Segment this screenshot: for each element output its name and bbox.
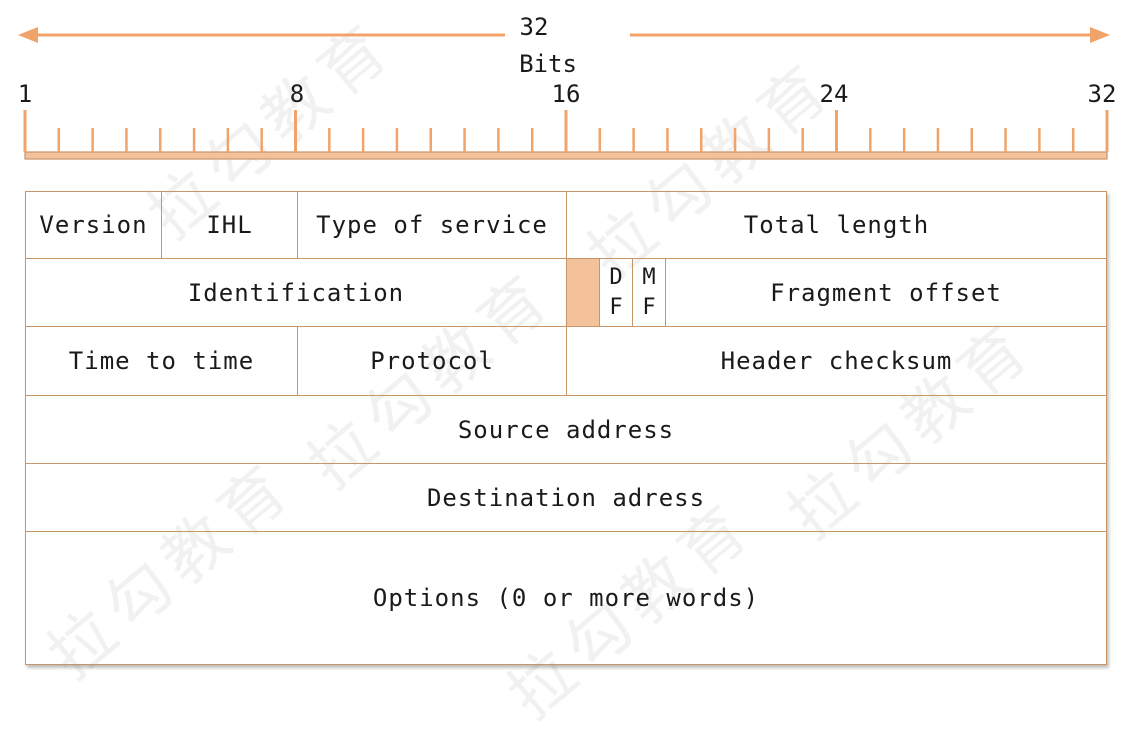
reserved-flag bbox=[567, 259, 600, 326]
tick-label-16: 16 bbox=[552, 80, 581, 108]
width-arrow-right-head bbox=[1090, 27, 1110, 43]
source-address-field: Source address bbox=[457, 415, 675, 444]
fragment-offset-field: Fragment offset bbox=[770, 278, 1002, 307]
mf-flag-bottom: F bbox=[642, 294, 656, 320]
header-checksum-field: Header checksum bbox=[720, 347, 953, 375]
mf-flag-top: M bbox=[642, 264, 656, 290]
ip-header-table: Version IHL Type of service Total length… bbox=[25, 191, 1107, 665]
ihl-field: IHL bbox=[162, 192, 298, 258]
type-of-service-field: Type of service bbox=[298, 192, 567, 258]
row-1: Version IHL Type of service Total length bbox=[26, 192, 1106, 259]
df-flag: D F bbox=[600, 259, 633, 326]
total-length-field: Total length bbox=[743, 211, 930, 239]
time-to-live-field: Time to time bbox=[26, 327, 298, 395]
tick-label-1: 1 bbox=[18, 80, 32, 108]
width-arrow-left-head bbox=[18, 27, 38, 43]
row-2: Identification D F M F Fragment offset bbox=[26, 259, 1106, 327]
mf-flag: M F bbox=[633, 259, 666, 326]
tick-label-32: 32 bbox=[1088, 80, 1117, 108]
destination-address-field: Destination adress bbox=[426, 483, 706, 512]
row-3: Time to time Protocol Header checksum bbox=[26, 327, 1106, 396]
ruler-base bbox=[24, 151, 1108, 160]
version-field: Version bbox=[26, 192, 162, 258]
df-flag-bottom: F bbox=[609, 294, 623, 320]
row-5: Destination adress bbox=[26, 464, 1106, 532]
unit-label: Bits bbox=[519, 50, 577, 78]
row-4: Source address bbox=[26, 396, 1106, 464]
tick-label-24: 24 bbox=[820, 80, 849, 108]
options-field: Options (0 or more words) bbox=[372, 583, 760, 612]
identification-field: Identification bbox=[26, 259, 567, 326]
protocol-field: Protocol bbox=[298, 327, 567, 395]
bit-ruler: 32 Bits 1 8 16 24 32 bbox=[18, 13, 1117, 160]
tick-label-8: 8 bbox=[290, 80, 304, 108]
row-6: Options (0 or more words) bbox=[26, 532, 1106, 663]
width-label: 32 bbox=[520, 13, 549, 41]
ruler-ticks bbox=[23, 110, 1109, 152]
df-flag-top: D bbox=[609, 264, 623, 290]
